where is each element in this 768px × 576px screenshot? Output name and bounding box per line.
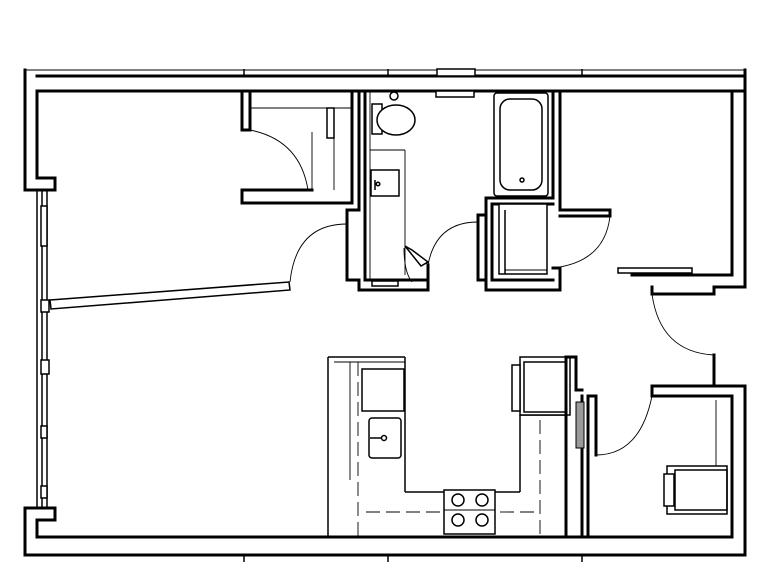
partition-wall (49, 281, 291, 310)
hall-closet-door[interactable] (371, 245, 430, 287)
kitchen-counter (327, 356, 566, 537)
entry-door[interactable] (651, 293, 715, 356)
kitchen-upper-cabinet (361, 368, 405, 412)
bath-door[interactable] (427, 221, 479, 266)
washer-dryer (663, 400, 728, 515)
laundry-walls (564, 355, 734, 539)
toilet (371, 91, 416, 136)
kitchen-sink (368, 417, 402, 459)
entry-door-leaf (617, 267, 693, 274)
linen-closet-door[interactable] (552, 215, 611, 269)
bedroom-closet-door[interactable] (249, 129, 309, 191)
window (36, 190, 50, 508)
exterior-walls (23, 68, 747, 562)
range (443, 489, 496, 535)
bathroom-walls (345, 89, 612, 292)
refrigerator (511, 356, 571, 416)
bathroom-floor (369, 90, 475, 280)
laundry-door[interactable] (595, 395, 653, 456)
bathroom-sink (370, 169, 400, 197)
bedroom-door[interactable] (289, 223, 348, 283)
bathtub (493, 92, 549, 197)
bedroom-closet (240, 89, 361, 212)
linen-closet (498, 203, 548, 275)
